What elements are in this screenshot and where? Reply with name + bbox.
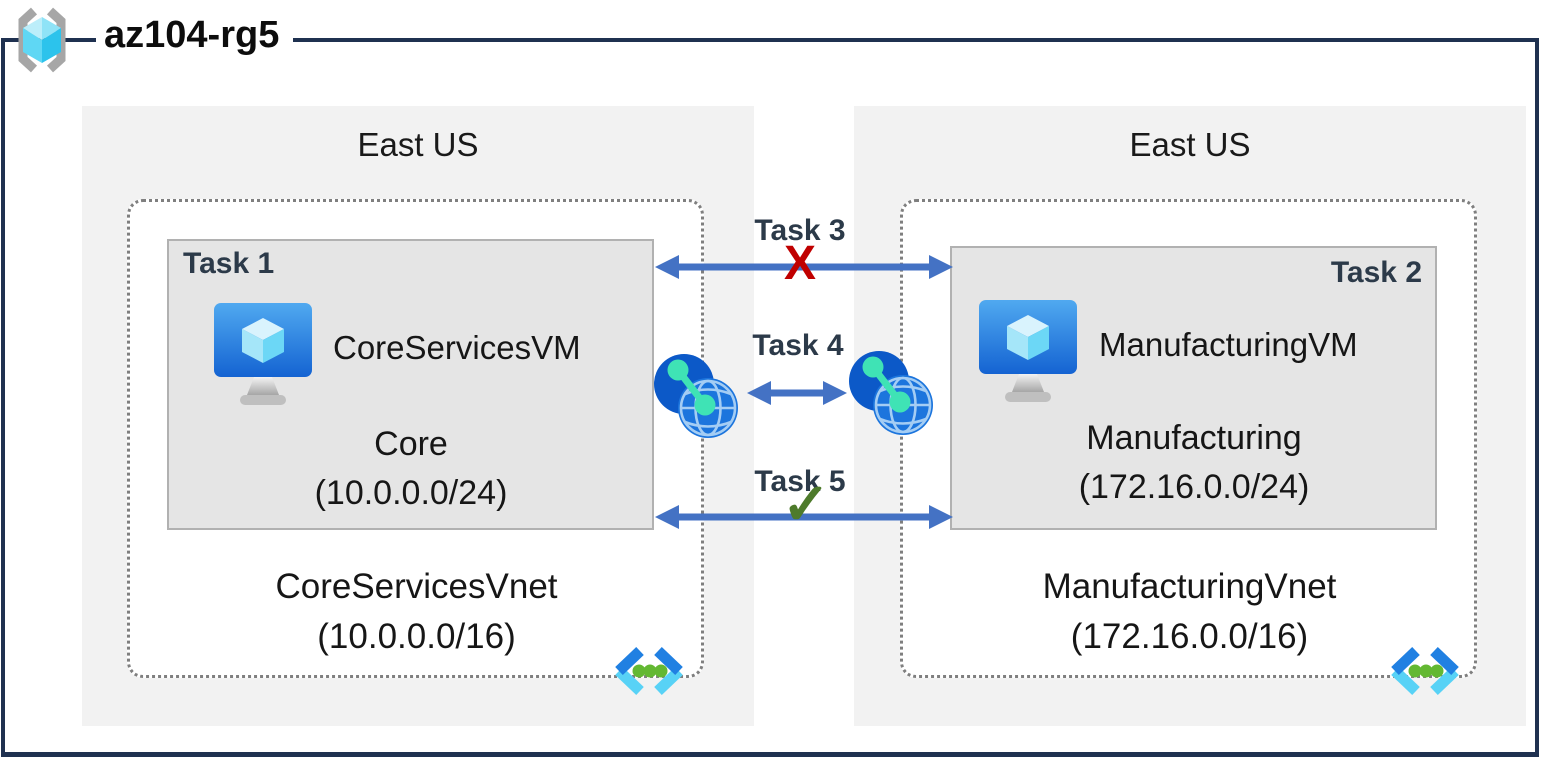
virtual-machine-icon — [214, 303, 312, 405]
subnet-cidr-left: (10.0.0.0/24) — [314, 474, 508, 512]
virtual-machine-icon — [979, 300, 1077, 402]
task5-arrow — [655, 505, 953, 529]
vnet-name-right: ManufacturingVnet — [1042, 567, 1337, 606]
blocked-x-icon: X — [783, 237, 816, 290]
vm-name-right: ManufacturingVM — [1099, 326, 1358, 363]
subnet-box-core — [167, 239, 654, 530]
task4-label: Task 4 — [752, 329, 844, 362]
network-peering-icon — [654, 354, 738, 438]
vnet-caption-left: CoreServicesVnet (10.0.0.0/16) — [128, 562, 705, 662]
subnet-caption-right: Manufacturing (172.16.0.0/24) — [951, 414, 1437, 512]
virtual-network-icon — [615, 647, 683, 695]
task4-arrow — [747, 381, 847, 405]
task1-label: Task 1 — [183, 247, 275, 280]
vnet-cidr-right: (172.16.0.0/16) — [1070, 617, 1309, 656]
task5-label: Task 5 — [754, 465, 846, 498]
virtual-network-icon — [1391, 647, 1459, 695]
vm-name-left: CoreServicesVM — [333, 329, 581, 366]
task3-arrow — [655, 255, 953, 279]
task2-label: Task 2 — [1330, 256, 1422, 289]
task3-label: Task 3 — [754, 214, 846, 247]
subnet-name-right: Manufacturing — [1086, 419, 1302, 457]
subnet-name-left: Core — [374, 425, 448, 463]
resource-group-frame — [1, 38, 1539, 757]
vnet-name-left: CoreServicesVnet — [275, 567, 558, 606]
resource-group-icon — [18, 7, 66, 73]
subnet-caption-left: Core (10.0.0.0/24) — [168, 420, 654, 518]
vnet-cidr-left: (10.0.0.0/16) — [317, 617, 516, 656]
region-right-location: East US — [1129, 126, 1251, 163]
region-left-location: East US — [357, 126, 479, 163]
subnet-cidr-right: (172.16.0.0/24) — [1078, 468, 1310, 506]
resource-group-title: az104-rg5 — [96, 10, 294, 61]
network-peering-icon — [849, 351, 933, 435]
allowed-check-icon: ✓ — [781, 472, 831, 537]
vnet-caption-right: ManufacturingVnet (172.16.0.0/16) — [901, 562, 1478, 662]
